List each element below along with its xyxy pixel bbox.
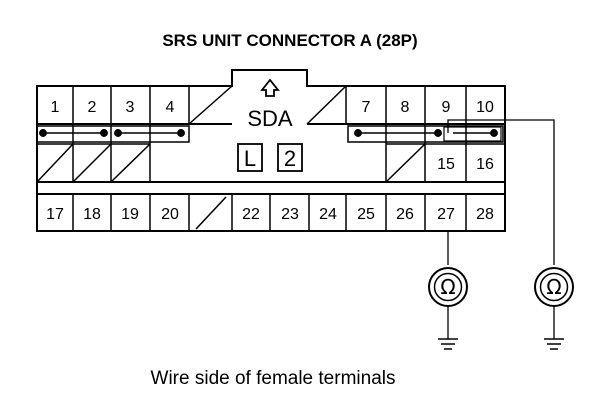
top-row-cells [36,85,505,183]
pin-1: 1 [51,99,60,116]
pin-22: 22 [242,206,260,223]
pin-20: 20 [161,206,179,223]
pin-28: 28 [476,206,494,223]
pin-24: 24 [319,206,337,223]
pin-10: 10 [476,99,494,116]
connector-housing [36,69,506,232]
lock-tab: SDA L 2 [237,78,303,172]
pin-27: 27 [437,206,455,223]
bottom-row-cells [72,194,467,231]
left-ohmmeter: Ω [428,267,468,350]
pin-4: 4 [166,99,175,116]
pin-16: 16 [476,156,494,173]
ohm-icon: Ω [440,275,455,299]
pin-15: 15 [437,156,455,173]
ohm-icon: Ω [546,275,561,299]
pin-8: 8 [401,99,410,116]
pin-7: 7 [362,99,371,116]
pin-2: 2 [88,99,97,116]
mark-box-l [237,143,263,172]
pin-25: 25 [357,206,375,223]
lock-label: SDA [247,106,293,131]
lock-arrow-icon [260,78,280,97]
pin-9: 9 [442,99,451,116]
right-ohmmeter: Ω [534,267,574,350]
pin-23: 23 [281,206,299,223]
mark-2: 2 [284,146,296,171]
pin-numbers: 1 2 3 4 7 8 9 10 15 16 17 18 19 20 22 23… [46,99,494,223]
ground-icon [544,338,564,350]
pin-17: 17 [46,206,64,223]
pin-3: 3 [126,99,135,116]
pin-18: 18 [83,206,101,223]
shorting-bars [36,125,504,143]
diagram-caption: Wire side of female terminals [151,368,396,389]
mark-box-2 [277,143,303,172]
pin-19: 19 [121,206,139,223]
diagram-title: SRS UNIT CONNECTOR A (28P) [162,31,417,50]
pin-26: 26 [396,206,414,223]
mark-l: L [244,146,256,171]
ground-icon [438,338,458,350]
probe-wires [447,119,555,265]
